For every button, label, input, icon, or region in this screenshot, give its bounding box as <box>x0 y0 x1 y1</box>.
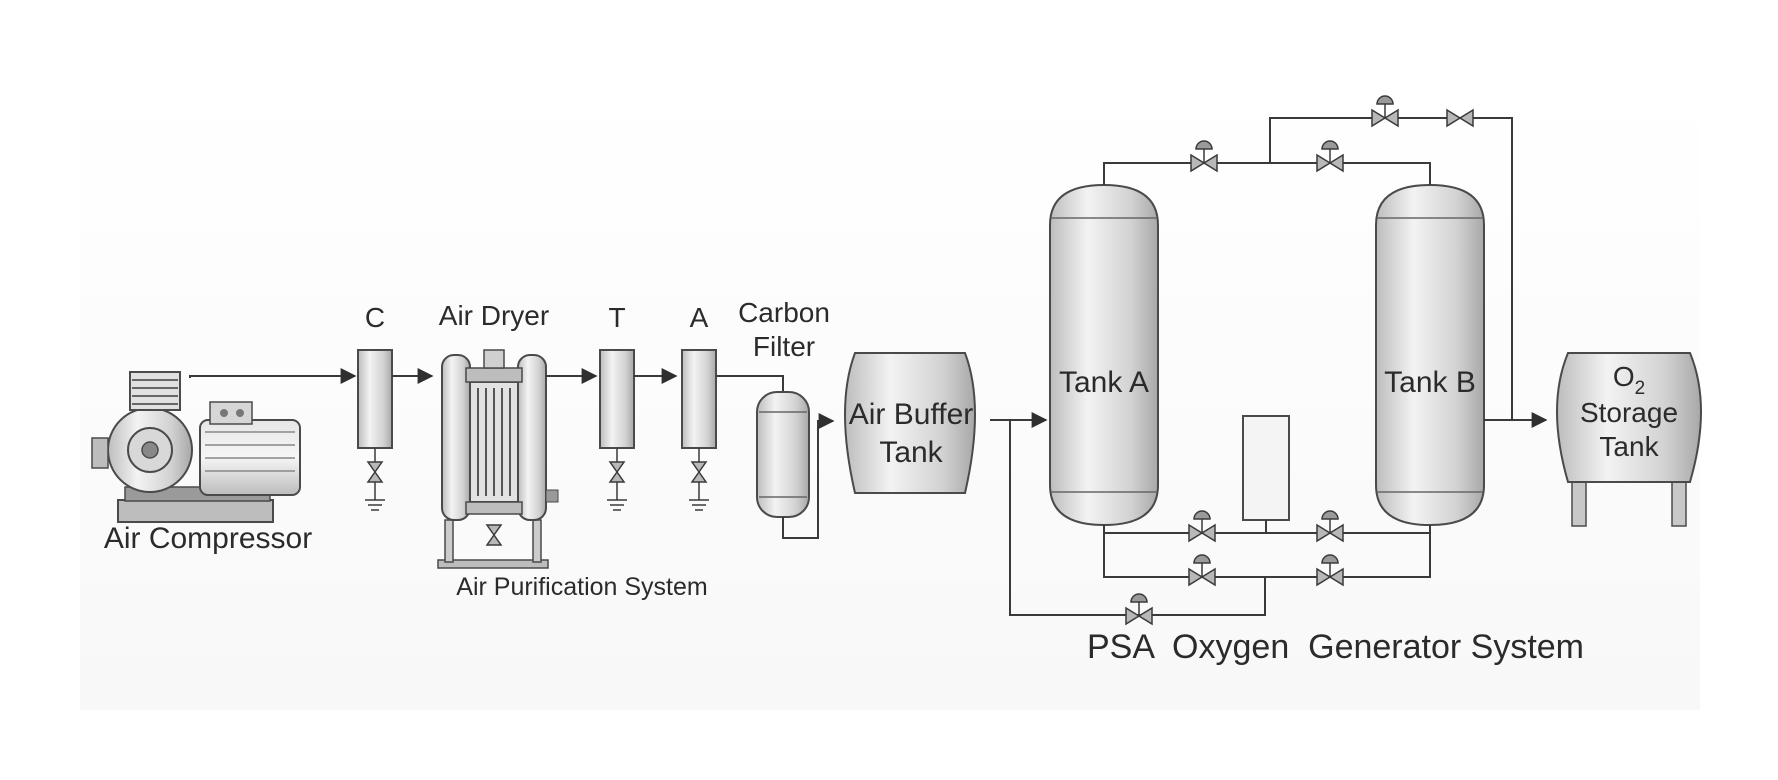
psa-system-label: PSA Oxygen Generator System <box>1087 628 1584 666</box>
top-manifold-line <box>1103 162 1431 185</box>
flow-line-carbon-buffer <box>782 413 835 539</box>
filter-t-label: T <box>608 302 625 333</box>
compressor-outlet-line <box>189 368 357 384</box>
filter-c <box>357 349 393 511</box>
o2-storage-label: Storage <box>1580 397 1678 428</box>
tank-b <box>1375 183 1485 527</box>
carbon-filter <box>756 391 810 518</box>
air-dryer <box>437 349 559 569</box>
air-purification-system-label: Air Purification System <box>456 573 707 601</box>
filter-a <box>681 349 717 511</box>
silencer-box <box>1242 415 1290 521</box>
air-compressor-icon <box>91 371 301 523</box>
o2-tank-label: Tank <box>1599 431 1659 462</box>
carbon-filter-label-1: Carbon <box>738 297 830 328</box>
o2-label: O2 <box>1613 361 1645 399</box>
carbon-filter-label-2: Filter <box>753 331 815 362</box>
filter-t <box>599 349 635 511</box>
air-buffer-label-1: Air Buffer <box>849 398 974 431</box>
o2-storage-tank <box>1556 352 1702 527</box>
tank-a-label: Tank A <box>1059 366 1149 399</box>
flow-line-a-carbon <box>716 375 784 392</box>
air-dryer-label: Air Dryer <box>439 300 549 331</box>
air-compressor-label: Air Compressor <box>104 522 312 555</box>
tank-b-label: Tank B <box>1384 366 1476 399</box>
tank-a <box>1049 183 1159 527</box>
air-buffer-tank <box>844 352 976 494</box>
filter-c-label: C <box>365 302 385 333</box>
filter-a-label: A <box>690 302 709 333</box>
air-buffer-label-2: Tank <box>879 436 943 469</box>
bottom-manifold-2 <box>1103 533 1431 578</box>
